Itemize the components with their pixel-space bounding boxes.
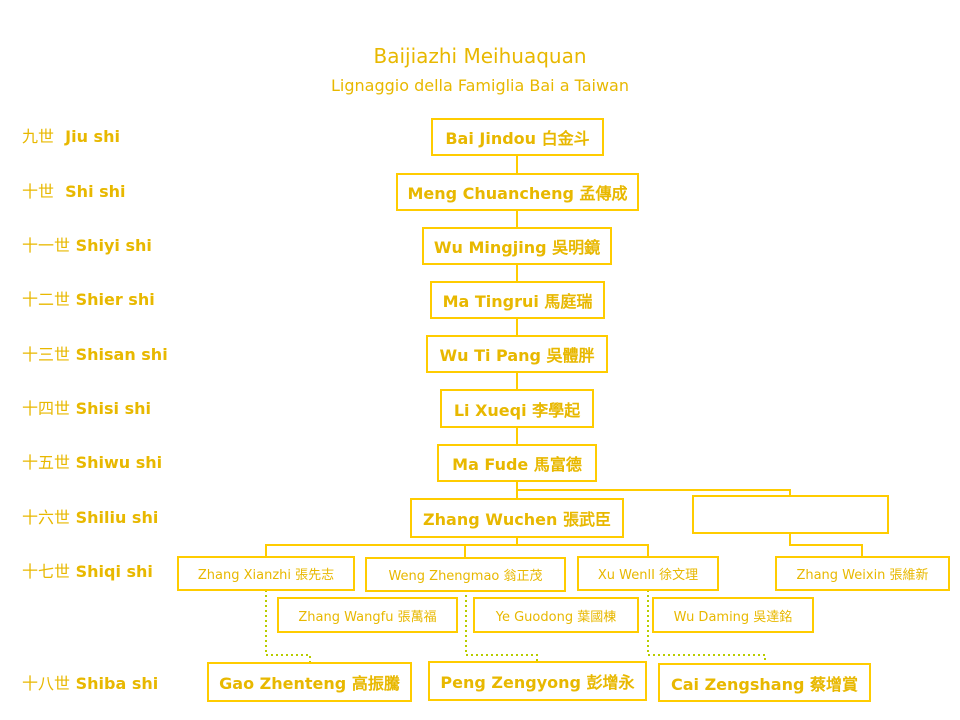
lineage-node: Zhang Xianzhi 張先志 <box>177 556 355 591</box>
lineage-node: Zhang Weixin 張維新 <box>775 556 950 591</box>
lineage-node: Ma Fude 馬富德 <box>437 444 597 482</box>
generation-label: 十四世 Shisi shi <box>22 399 151 418</box>
generation-label: 十三世 Shisan shi <box>22 345 168 364</box>
generation-label: 十七世 Shiqi shi <box>22 562 153 581</box>
lineage-node: Ye Guodong 葉國棟 <box>473 597 639 633</box>
generation-label: 十五世 Shiwu shi <box>22 453 163 472</box>
diagram-title: Baijiazhi Meihuaquan <box>373 44 587 68</box>
lineage-node: Wu Mingjing 吳明鏡 <box>422 227 612 265</box>
generation-label: 十八世 Shiba shi <box>22 674 159 693</box>
diagram-subtitle: Lignaggio della Famiglia Bai a Taiwan <box>331 76 629 95</box>
dotted-connector <box>647 590 766 664</box>
connector <box>265 544 649 557</box>
lineage-node: Li Xueqi 李學起 <box>440 389 594 428</box>
lineage-node: Wu Ti Pang 吳體胖 <box>426 335 608 373</box>
dotted-connector <box>465 590 538 662</box>
lineage-node: Wu Daming 吳達銘 <box>652 597 814 633</box>
connector <box>789 533 863 557</box>
lineage-node: Gao Zhenteng 高振騰 <box>207 662 412 702</box>
lineage-node: Weng Zhengmao 翁正茂 <box>365 557 566 592</box>
lineage-node: Meng Chuancheng 孟傳成 <box>396 173 639 211</box>
lineage-node: Zhang Wangfu 張萬福 <box>277 597 458 633</box>
generation-label: 九世 Jiu shi <box>22 127 120 146</box>
empty-node <box>692 495 889 534</box>
lineage-node: Xu WenlI 徐文理 <box>577 556 719 591</box>
generation-label: 十一世 Shiyi shi <box>22 236 152 255</box>
generation-label: 十二世 Shier shi <box>22 290 155 309</box>
lineage-node: Cai Zengshang 蔡增賞 <box>658 663 871 702</box>
generation-label: 十六世 Shiliu shi <box>22 508 159 527</box>
dotted-connector <box>265 590 311 663</box>
generation-label: 十世 Shi shi <box>22 182 126 201</box>
lineage-node: Bai Jindou 白金斗 <box>431 118 604 156</box>
lineage-node: Zhang Wuchen 張武臣 <box>410 498 624 538</box>
lineage-node: Peng Zengyong 彭增永 <box>428 661 647 701</box>
lineage-node: Ma Tingrui 馬庭瑞 <box>430 281 605 319</box>
connector <box>517 489 791 497</box>
